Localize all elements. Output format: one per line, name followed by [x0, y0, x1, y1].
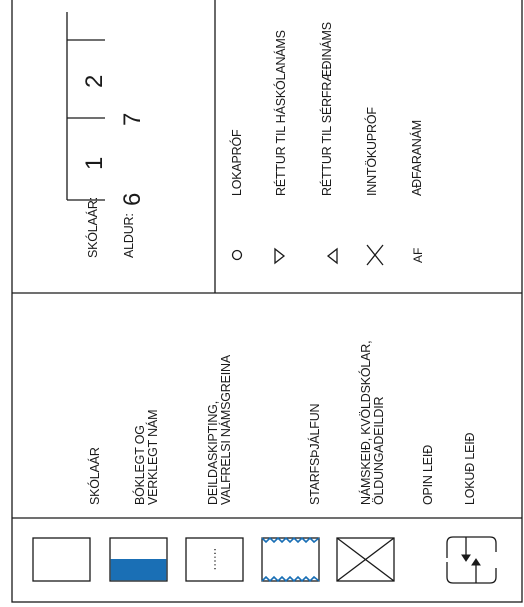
exam-label-adfaranam: AÐFARANÁM [409, 120, 424, 196]
filled-triangle-symbol [274, 247, 286, 265]
scale-region: SKÓLAÁR: ALDUR: 1 2 6 7 [66, 12, 146, 258]
year-2: 2 [81, 75, 108, 88]
type-label-starfsthjalfun: STARFSÞJÁLFUN [307, 403, 322, 505]
open-triangle-symbol [326, 247, 338, 265]
crossed-box-symbol [336, 537, 395, 582]
exam-labels: LOKAPRÓF RÉTTUR TIL HÁSKÓLANÁMS RÉTTUR T… [229, 22, 424, 196]
type-label-namskeid-line2: ÖLDUNGADEILDIR [372, 396, 386, 505]
cross-symbol-b [366, 244, 384, 266]
zigzag-box-top [261, 536, 320, 544]
type-label-skolaar: SKÓLAÁR [87, 447, 102, 505]
type-labels: SKÓLAÁR BÓKLEGT OG VERKLEGT NÁM DEILDASK… [87, 341, 477, 505]
exam-symbols: AF [231, 244, 425, 266]
circle-symbol [231, 249, 243, 261]
type-label-opin-leid: OPIN LEIÐ [421, 445, 435, 505]
type-label-boklegt-line2: VERKLEGT NÁM [145, 410, 160, 505]
outer-frame [11, 0, 523, 603]
zigzag-box-symbol [261, 537, 320, 582]
af-symbol: AF [411, 248, 425, 263]
school-year-label: SKÓLAÁR: [85, 197, 100, 258]
arrows-icon [446, 536, 497, 584]
age-6: 6 [119, 193, 146, 206]
crossed-box-diag-b [336, 537, 395, 582]
half-blue-box-fill [110, 559, 167, 581]
type-label-lokud-leid: LOKUÐ LEIÐ [463, 432, 477, 505]
year-1: 1 [81, 157, 108, 170]
type-symbols [32, 536, 497, 584]
age-7: 7 [119, 113, 146, 126]
type-label-deild-line2: VALFRELSI NÁMSGREINA [218, 354, 233, 505]
type-label-deild-line1: DEILDASKIPTING, [206, 401, 220, 505]
type-label-boklegt-line1: BÓKLEGT OG [132, 425, 147, 505]
type-label-namskeid-line1: NÁMSKEIÐ, KVÖLDSKÓLAR, [358, 341, 373, 505]
exam-label-lokaprof: LOKAPRÓF [229, 129, 244, 196]
exam-label-inntokuprof: INNTÖKUPRÓF [364, 107, 379, 196]
half-blue-box-symbol [109, 537, 168, 582]
age-label: ALDUR: [122, 213, 136, 258]
empty-box-symbol [32, 537, 91, 582]
exam-label-serfraedinam: RÉTTUR TIL SÉRFRÆÐINÁMS [319, 22, 334, 196]
dotted-box-symbol [185, 537, 244, 582]
zigzag-box-bottom [261, 575, 320, 583]
exam-label-haskolanam: RÉTTUR TIL HÁSKÓLANÁMS [273, 30, 288, 196]
